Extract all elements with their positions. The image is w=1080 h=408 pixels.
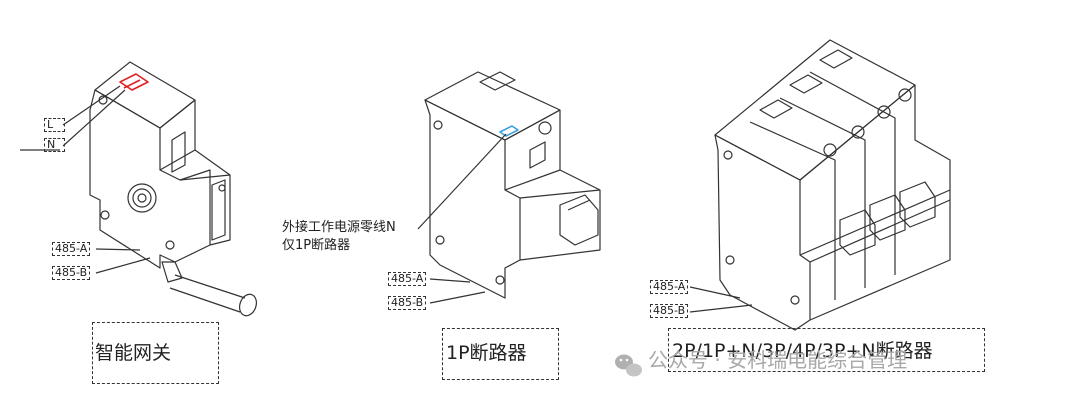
speaker-grill [127,183,157,213]
label-485a: 485-A [52,242,91,256]
label-485a: 485-A [388,272,427,286]
label-485b: 485-B [52,266,91,280]
red-terminal-highlight [119,73,149,91]
breaker-1p-device [417,71,601,304]
breaker-multipole-caption: 2P/1P+N/3P/4P/3P+N断路器 [672,340,933,362]
watermark: 公众号 · 安科瑞电能综合管理 [648,344,907,373]
label-485a: 485-A [650,280,689,294]
wechat-icon [615,354,642,377]
gateway-caption: 智能网关 [95,342,172,364]
caption-box [442,328,559,380]
terminal-label-l: L [44,118,65,132]
watermark-text: 公众号 · 安科瑞电能综合管理 [648,348,908,372]
caption-box [668,328,985,372]
terminal-label-n: N [44,138,65,152]
neutral-note-line2: 仅1P断路器 [282,238,351,253]
gateway-device [20,61,258,317]
antenna [161,261,258,317]
breaker-multipole-device [689,39,951,331]
breaker-1p-caption: 1P断路器 [446,342,527,364]
blue-terminal-highlight [499,125,519,137]
label-485b: 485-B [650,304,689,318]
neutral-note-line1: 外接工作电源零线N [282,220,396,235]
caption-box [92,322,219,384]
label-485b: 485-B [388,296,427,310]
